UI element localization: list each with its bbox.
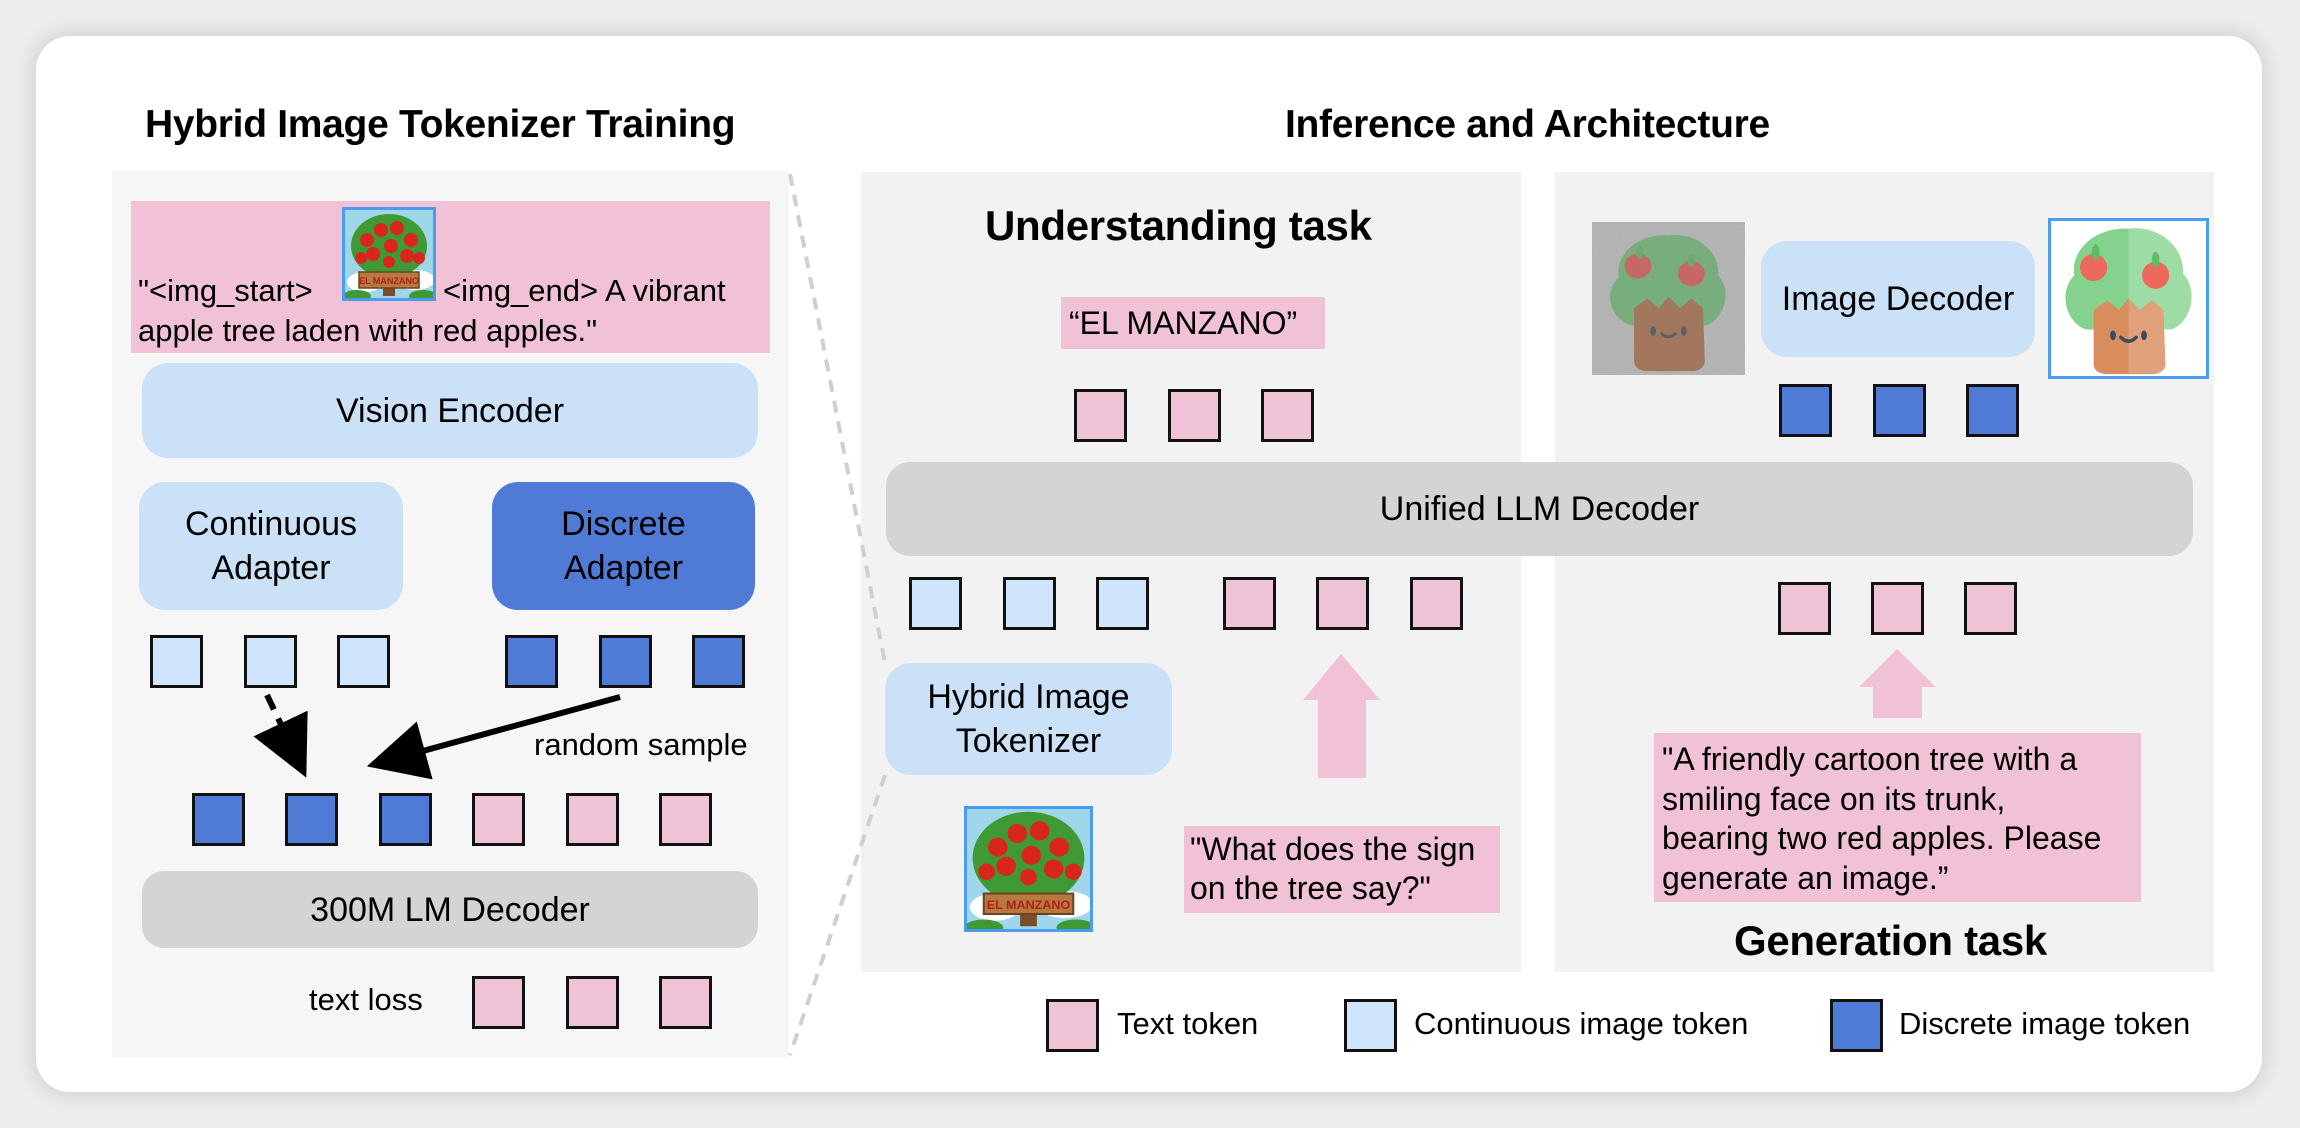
text-token	[659, 976, 712, 1029]
training-caption: "<img_start> <img_end> A vibrant apple t…	[131, 201, 770, 353]
understanding-question: "What does the sign on the tree say?"	[1184, 826, 1500, 913]
text-token	[566, 976, 619, 1029]
text-token	[659, 793, 712, 846]
discrete-token	[379, 793, 432, 846]
prompt-line-1: "A friendly cartoon tree with a	[1662, 741, 2078, 777]
apple-tree-input-image: EL MANZANO	[964, 806, 1093, 932]
hybrid-image-tokenizer: Hybrid Image Tokenizer	[885, 663, 1172, 775]
legend-discrete-token-swatch	[1830, 999, 1883, 1052]
text-token	[1410, 577, 1463, 630]
question-line-1: "What does the sign	[1190, 831, 1476, 867]
text-token	[472, 793, 525, 846]
discrete-token	[285, 793, 338, 846]
thumbnail-sign-text: EL MANZANO	[359, 276, 419, 286]
continuous-token	[244, 635, 297, 688]
continuous-token	[337, 635, 390, 688]
discrete-token	[1966, 384, 2019, 437]
understanding-title: Understanding task	[985, 202, 1372, 249]
text-token	[566, 793, 619, 846]
generation-prompt: "A friendly cartoon tree with a smiling …	[1654, 733, 2141, 902]
question-line-2: on the tree say?"	[1190, 870, 1431, 906]
discrete-adapter-label-2: Adapter	[563, 549, 684, 587]
discrete-token	[692, 635, 745, 688]
lm-decoder-label: 300M LM Decoder	[310, 890, 590, 929]
generation-title: Generation task	[1734, 917, 2047, 964]
noisy-generated-image	[1592, 222, 1745, 375]
tokenizer-label-1: Hybrid Image	[927, 678, 1130, 716]
text-loss-label: text loss	[309, 982, 423, 1017]
inference-title: Inference and Architecture	[1285, 103, 1770, 146]
text-token	[1074, 389, 1127, 442]
text-token	[1316, 577, 1369, 630]
text-token	[1168, 389, 1221, 442]
continuous-adapter-label-2: Adapter	[211, 549, 331, 587]
continuous-token	[1003, 577, 1056, 630]
continuous-token	[150, 635, 203, 688]
text-token	[1871, 582, 1924, 635]
continuous-adapter-label-1: Continuous	[184, 505, 357, 543]
noisy-tree-art	[1592, 222, 1745, 375]
text-token	[1261, 389, 1314, 442]
caption-img-start: "<img_start>	[138, 273, 313, 308]
text-token	[1223, 577, 1276, 630]
unified-llm-decoder: Unified LLM Decoder	[886, 462, 2193, 556]
caption-line2: apple tree laden with red apples."	[138, 313, 598, 348]
apple-tree-thumbnail-art: EL MANZANO	[345, 210, 433, 298]
continuous-adapter: Continuous Adapter	[139, 482, 403, 610]
legend-continuous-token-label: Continuous image token	[1414, 1006, 1749, 1041]
legend-continuous-token-swatch	[1344, 999, 1397, 1052]
discrete-token	[599, 635, 652, 688]
training-title: Hybrid Image Tokenizer Training	[145, 103, 736, 146]
discrete-adapter: Discrete Adapter	[492, 482, 755, 610]
discrete-adapter-label-1: Discrete	[561, 505, 686, 543]
legend-text-token-label: Text token	[1117, 1006, 1259, 1041]
lm-decoder-300m: 300M LM Decoder	[142, 871, 758, 948]
answer-text: “EL MANZANO”	[1069, 305, 1298, 341]
text-token	[1778, 582, 1831, 635]
vision-encoder: Vision Encoder	[142, 363, 758, 458]
text-token	[472, 976, 525, 1029]
continuous-token	[1096, 577, 1149, 630]
text-token	[1964, 582, 2017, 635]
caption-img-end: <img_end> A vibrant	[443, 273, 726, 308]
generated-tree-image	[2048, 218, 2209, 379]
discrete-token	[505, 635, 558, 688]
tokenizer-label-2: Tokenizer	[955, 722, 1102, 760]
discrete-token	[1873, 384, 1926, 437]
discrete-token	[1779, 384, 1832, 437]
input-sign-text: EL MANZANO	[987, 898, 1071, 912]
understanding-answer: “EL MANZANO”	[1061, 297, 1325, 349]
image-decoder-label: Image Decoder	[1781, 280, 2015, 318]
prompt-line-2: smiling face on its trunk,	[1662, 780, 2006, 817]
cartoon-tree-art	[2065, 228, 2192, 375]
apple-tree-thumbnail: EL MANZANO	[342, 207, 436, 301]
vision-encoder-label: Vision Encoder	[335, 391, 565, 430]
apple-tree-input-art: EL MANZANO	[967, 809, 1090, 929]
unified-llm-decoder-label: Unified LLM Decoder	[1379, 490, 1700, 528]
continuous-token	[909, 577, 962, 630]
image-decoder: Image Decoder	[1761, 241, 2035, 357]
prompt-line-4: generate an image.”	[1662, 859, 1949, 896]
legend-text-token-swatch	[1046, 999, 1099, 1052]
discrete-token	[192, 793, 245, 846]
random-sample-label: random sample	[534, 727, 748, 762]
legend-discrete-token-label: Discrete image token	[1899, 1006, 2191, 1041]
prompt-line-3: bearing two red apples. Please	[1662, 820, 2102, 856]
